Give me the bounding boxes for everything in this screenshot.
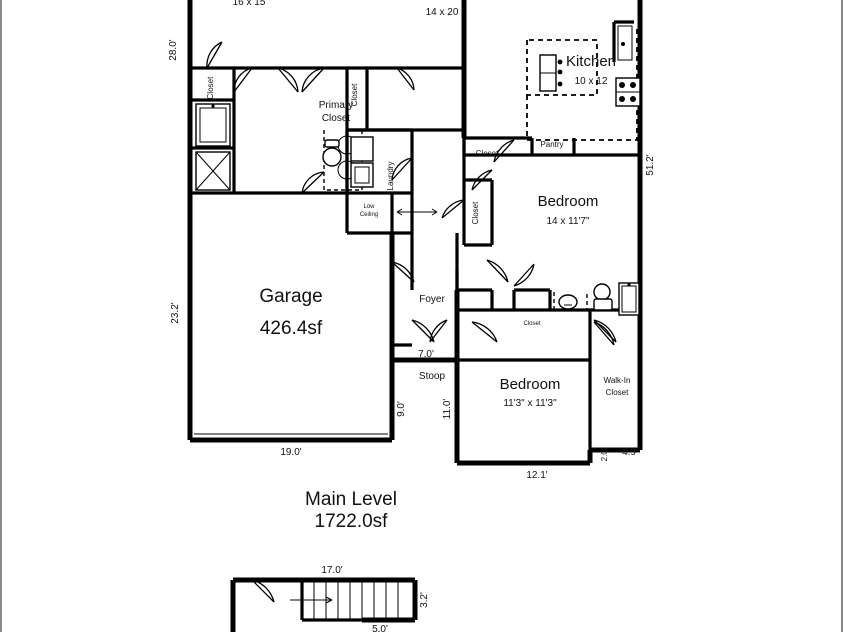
page-title: Main Level (305, 489, 397, 510)
bedroom2-label: Bedroom (500, 376, 561, 393)
low-ceiling-area (345, 193, 414, 235)
dim-foyer-width: 7.0' (418, 349, 434, 360)
dim-left-lower: 23.2' (170, 302, 181, 323)
laundry-walls (345, 128, 414, 195)
bedroom2-dim-label: 11'3" x 11'3" (503, 398, 557, 409)
primary-closet-label-line1: Primary (319, 100, 353, 111)
dim-left-upper: 28.0' (168, 39, 179, 60)
closet-label-b: Closet (350, 83, 359, 106)
low-ceiling-label-line2: Ceiling (360, 212, 378, 218)
dimension-arrows (396, 208, 438, 216)
bedroom1-dim-label: 14 x 11'7" (546, 216, 590, 227)
walkin-closet-label-line1: Walk-In (604, 376, 631, 385)
walkin-closet-label-line2: Closet (606, 388, 629, 397)
dim-stairs-right: 3.2' (419, 592, 430, 608)
primary-closet-label-line2: Closet (322, 113, 351, 124)
closet-label-e: Closet (523, 321, 540, 327)
closet-label-a: Closet (206, 76, 215, 99)
kitchen-label: Kitchen (566, 53, 616, 70)
dim-stairs-top: 17.0' (321, 565, 342, 576)
bathtub-fixture (195, 103, 231, 147)
stoop-label: Stoop (419, 371, 446, 382)
pantry-label: Pantry (540, 140, 563, 149)
closet-label-c: Closet (476, 149, 499, 158)
kitchen-area (526, 20, 641, 141)
foyer-label: Foyer (419, 294, 445, 305)
garage-area-label: 426.4sf (260, 318, 323, 339)
dim-right-side: 51.2' (645, 154, 656, 175)
dim-garage-bottom: 19.0' (280, 447, 301, 458)
kitchen-dim-label: 10 x 12 (575, 76, 608, 87)
laundry-label: Laundry (386, 162, 395, 191)
bedroom1-label: Bedroom (538, 193, 599, 210)
dim-walkin-bottom: 4.9' (622, 447, 638, 458)
dim-stairs-bottom: 5.0' (372, 624, 388, 632)
dim-stoop-right: 11.0' (442, 399, 453, 420)
exterior-walls (187, 0, 643, 466)
bedroom2-walls (457, 310, 592, 450)
stairs-section: 17.0' 3.2' 5.0' (230, 565, 430, 632)
closet-label-d: Closet (471, 201, 480, 224)
dim-bedroom2-bottom: 12.1' (526, 470, 547, 481)
primary-suite-walls (190, 66, 464, 195)
page-area: 1722.0sf (315, 511, 389, 532)
top-right-room-dim: 14 x 20 (426, 7, 459, 18)
toilet-fixture (322, 139, 342, 167)
shower-fixture (195, 151, 231, 191)
garage-label: Garage (259, 286, 322, 307)
dim-stoop-height: 9.0' (396, 401, 407, 417)
top-left-room-dim: 16 x 15 (233, 0, 266, 8)
low-ceiling-label-line1: Low (363, 204, 375, 210)
dim-walkin-small: 2.0' (600, 448, 609, 461)
door-swings (206, 41, 617, 346)
second-bath (512, 282, 640, 316)
